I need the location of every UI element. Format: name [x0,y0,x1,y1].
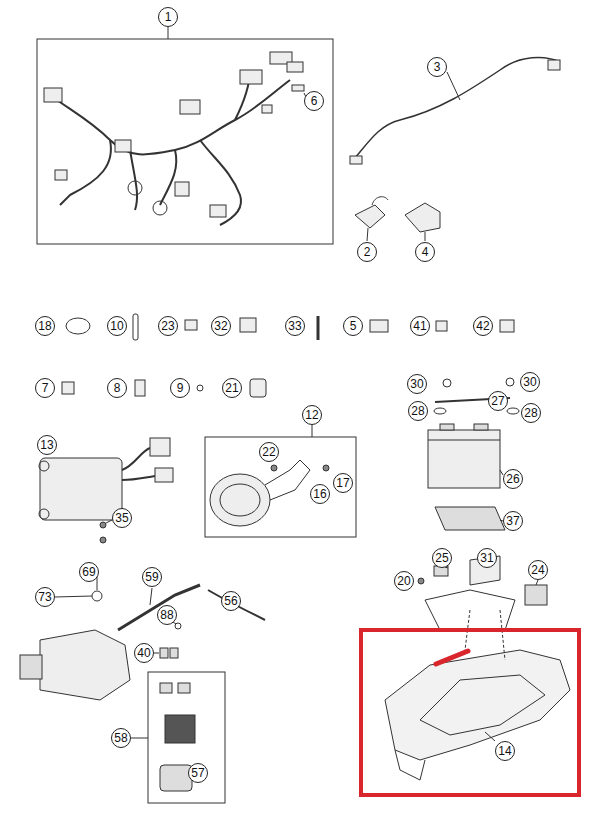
callout-number: 31 [477,548,497,568]
callout-number: 7 [35,378,55,398]
callout-text: 21 [225,382,238,394]
highlight-frame [361,630,579,795]
callout-text: 28 [524,407,537,419]
callout-text: 4 [422,246,429,258]
callout-number: 73 [35,587,55,607]
callout-text: 9 [177,382,184,394]
callout-number: 17 [333,473,353,493]
callout-text: 2 [364,246,371,258]
callout-text: 33 [288,320,301,332]
highlight-mark [436,651,468,664]
callout-text: 10 [110,320,123,332]
callout-number: 41 [410,316,430,336]
callout-number: 13 [37,435,57,455]
callout-number: 1 [158,7,178,27]
callout-number: 40 [134,643,154,663]
group-frame [205,437,356,537]
callout-text: 17 [336,477,349,489]
callout-number: 35 [112,508,132,528]
callout-text: 6 [311,95,318,107]
callout-text: 37 [506,515,519,527]
callout-number: 27 [488,391,508,411]
callout-number: 8 [107,378,127,398]
callout-number: 22 [259,442,279,462]
callout-text: 58 [114,732,127,744]
callout-text: 3 [434,61,441,73]
callout-text: 41 [413,320,426,332]
callout-number: 6 [304,91,324,111]
callout-text: 57 [191,767,204,779]
callout-text: 69 [82,566,95,578]
callout-number: 57 [188,763,208,783]
callout-text: 8 [114,382,121,394]
callout-number: 23 [158,316,178,336]
callout-number: 9 [170,378,190,398]
callout-number: 30 [407,374,427,394]
callout-number: 58 [111,728,131,748]
callout-text: 35 [115,512,128,524]
callout-text: 14 [498,745,511,757]
callout-text: 18 [38,320,51,332]
callout-text: 30 [410,378,423,390]
callout-number: 18 [35,316,55,336]
callout-text: 40 [137,647,150,659]
callout-number: 5 [343,316,363,336]
group-frame [37,39,333,244]
callout-text: 32 [214,320,227,332]
callout-text: 5 [350,320,357,332]
callout-number: 3 [427,57,447,77]
callout-text: 24 [531,564,544,576]
callout-number: 42 [473,316,493,336]
callout-text: 13 [40,439,53,451]
callout-number: 24 [528,560,548,580]
callout-text: 25 [435,552,448,564]
callout-number: 20 [394,571,414,591]
callout-text: 56 [224,595,237,607]
callout-number: 33 [285,316,305,336]
callout-text: 42 [476,320,489,332]
callout-number: 4 [415,242,435,262]
callout-number: 26 [503,469,523,489]
callout-number: 21 [222,378,242,398]
callout-text: 23 [161,320,174,332]
callout-number: 25 [432,548,452,568]
callout-number: 28 [521,403,541,423]
callout-number: 2 [357,242,377,262]
callout-text: 26 [506,473,519,485]
callout-text: 7 [42,382,49,394]
callout-text: 73 [38,591,51,603]
group-frame [148,672,225,803]
callout-number: 30 [520,372,540,392]
callout-number: 69 [79,562,99,582]
callout-text: 16 [313,488,326,500]
callout-number: 56 [221,591,241,611]
callout-number: 37 [503,511,523,531]
callout-text: 22 [262,446,275,458]
callout-text: 27 [491,395,504,407]
callout-number: 14 [495,741,515,761]
callout-number: 16 [310,484,330,504]
callout-text: 31 [480,552,493,564]
callout-number: 10 [107,316,127,336]
callout-text: 1 [165,11,172,23]
callout-number: 12 [302,405,322,425]
callout-text: 30 [523,376,536,388]
callout-number: 32 [211,316,231,336]
callout-number: 28 [408,401,428,421]
callout-number: 59 [142,567,162,587]
callout-text: 12 [305,409,318,421]
callout-text: 88 [160,609,173,621]
callout-text: 59 [145,571,158,583]
callout-text: 28 [411,405,424,417]
callout-number: 88 [157,605,177,625]
callout-text: 20 [397,575,410,587]
